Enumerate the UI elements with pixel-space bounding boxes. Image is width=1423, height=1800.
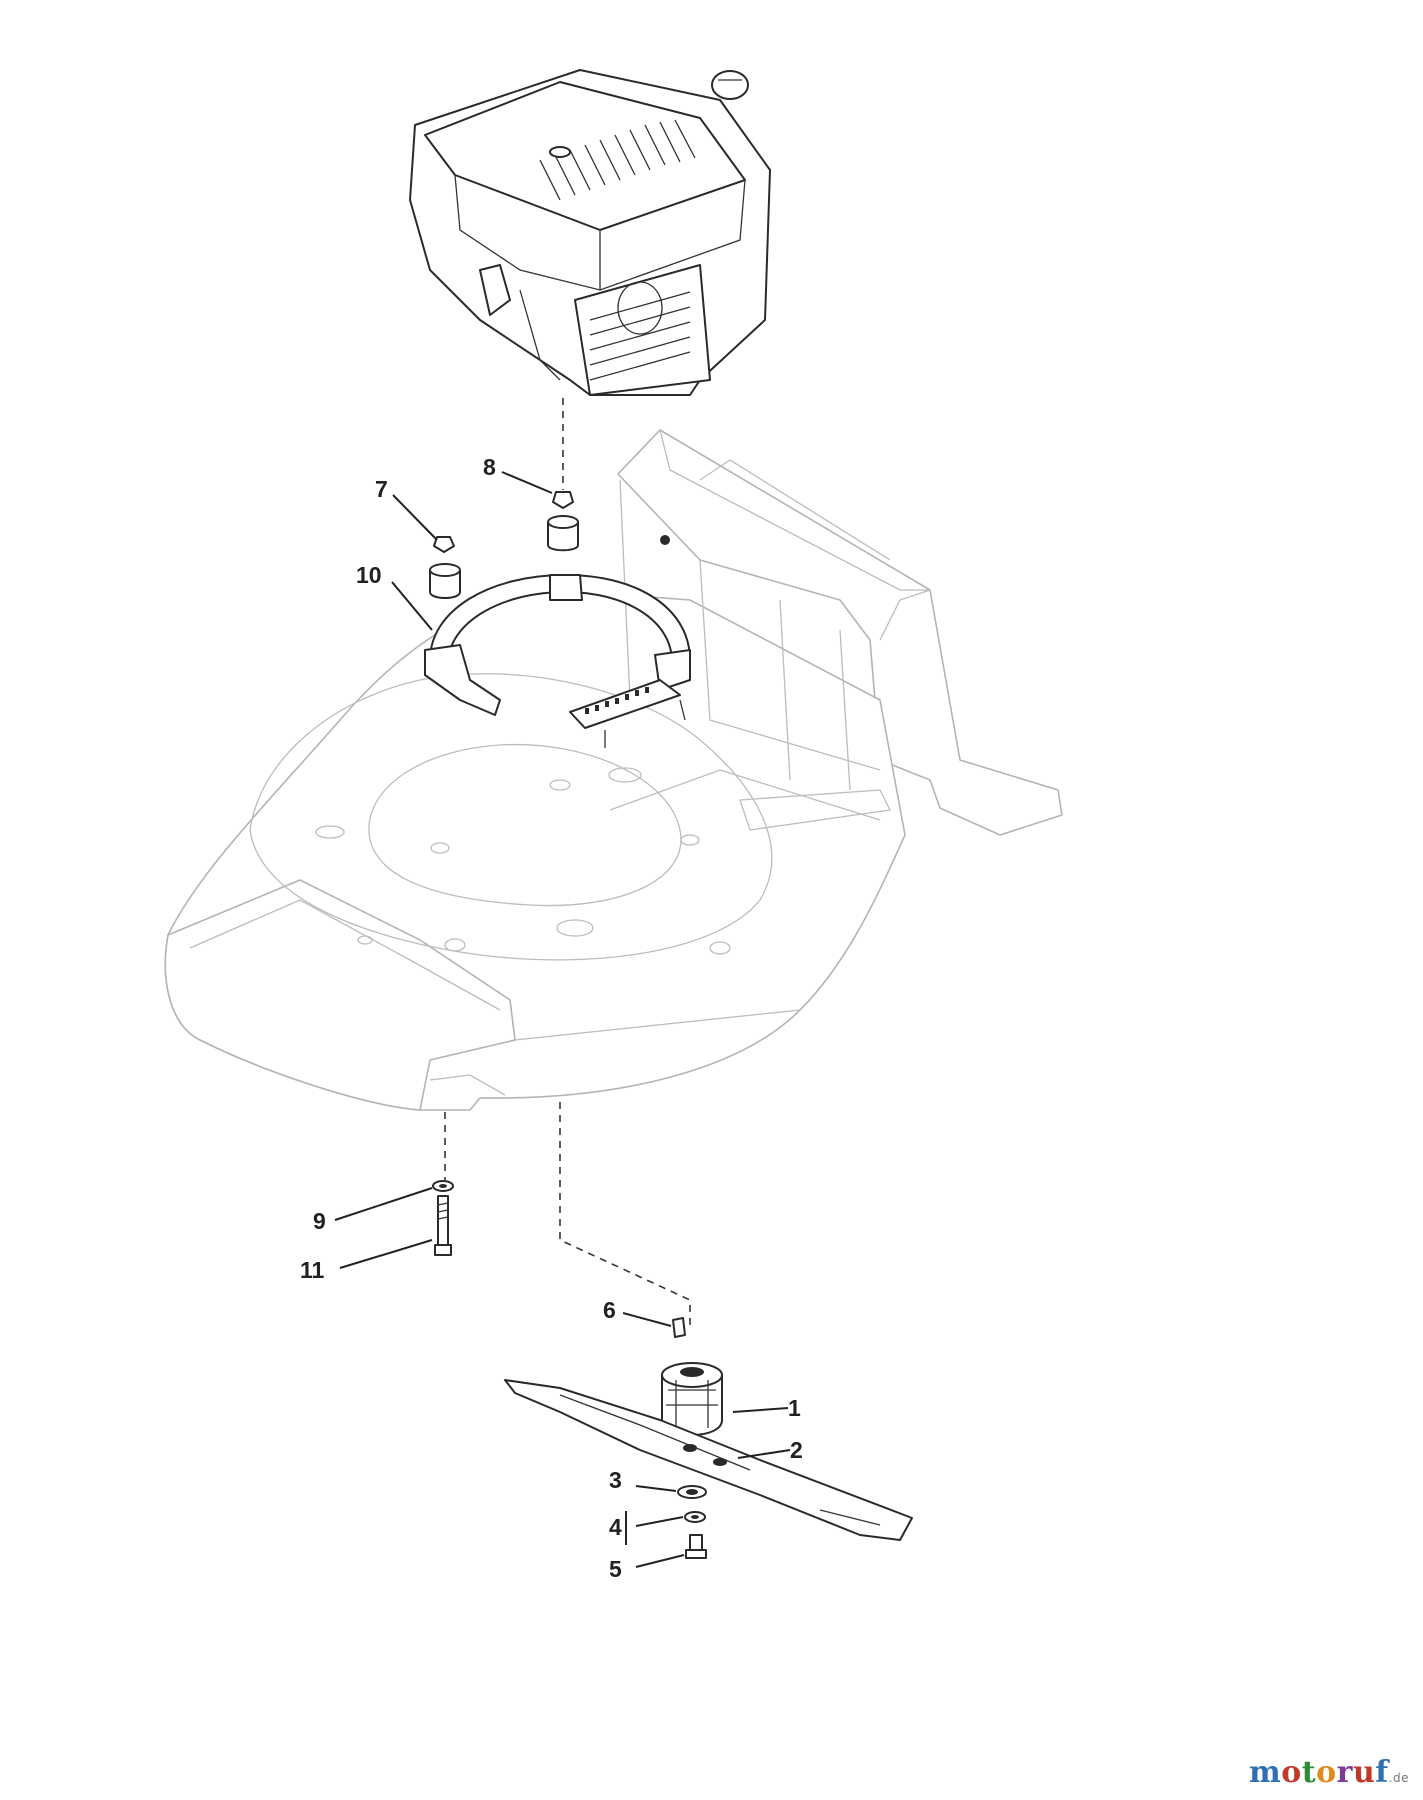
callout-8: 8 xyxy=(483,454,496,480)
callout-6: 6 xyxy=(603,1297,616,1323)
callout-4: 4 xyxy=(609,1514,622,1540)
callout-9: 9 xyxy=(313,1208,326,1234)
part-7-nut-spacer xyxy=(429,536,461,599)
part-9-washer xyxy=(432,1180,454,1192)
engine xyxy=(409,69,771,396)
part-11-bolt xyxy=(434,1195,452,1256)
part-10-mount-ring xyxy=(424,574,691,748)
callout-1: 1 xyxy=(788,1395,801,1421)
watermark-letter: o xyxy=(1281,1755,1302,1790)
watermark-letter: m xyxy=(1249,1755,1282,1790)
callout-2: 2 xyxy=(790,1437,803,1463)
part-8-nut-spacer xyxy=(547,491,579,552)
mower-deck xyxy=(164,429,1063,1111)
callout-5: 5 xyxy=(609,1556,622,1582)
callout-11: 11 xyxy=(300,1257,325,1283)
watermark-suffix: .de xyxy=(1388,1771,1409,1785)
part-2-blade xyxy=(504,1379,913,1541)
callout-3: 3 xyxy=(609,1467,622,1493)
leader-lines xyxy=(334,471,791,1568)
watermark-letter: f xyxy=(1375,1755,1389,1790)
part-6-key xyxy=(672,1317,686,1338)
callout-labels: 1 2 3 4 5 6 7 8 9 10 11 xyxy=(300,454,803,1582)
part-5-bolt xyxy=(685,1534,707,1559)
callout-10: 10 xyxy=(356,562,382,588)
watermark-letter: u xyxy=(1352,1755,1376,1790)
watermark-letter: o xyxy=(1316,1755,1337,1790)
watermark-letter: r xyxy=(1336,1755,1353,1790)
watermark-letter: t xyxy=(1301,1755,1317,1790)
part-3-washer xyxy=(677,1485,707,1499)
motoruf-watermark-logo: motoruf.de xyxy=(1249,1755,1409,1790)
callout-7: 7 xyxy=(375,476,388,502)
part-4-spring-washer xyxy=(684,1511,706,1523)
